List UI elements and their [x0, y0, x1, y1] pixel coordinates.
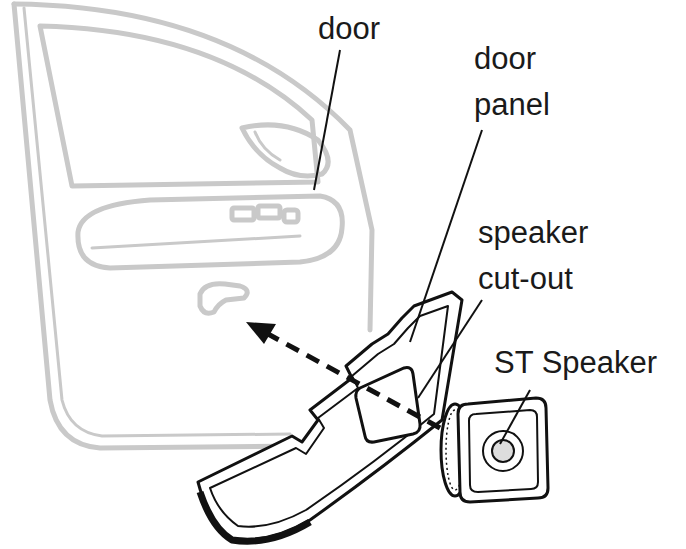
speaker-label: ST Speaker — [494, 340, 680, 386]
speaker-cutout-shape — [356, 368, 420, 443]
door-panel-drawing — [198, 292, 462, 541]
speaker-cutout-label: speaker cut-out — [478, 210, 628, 302]
door-label: door — [318, 6, 438, 52]
door-panel-label: door panel — [474, 36, 584, 128]
speaker-drawing — [441, 398, 548, 502]
car-door — [14, 4, 372, 448]
